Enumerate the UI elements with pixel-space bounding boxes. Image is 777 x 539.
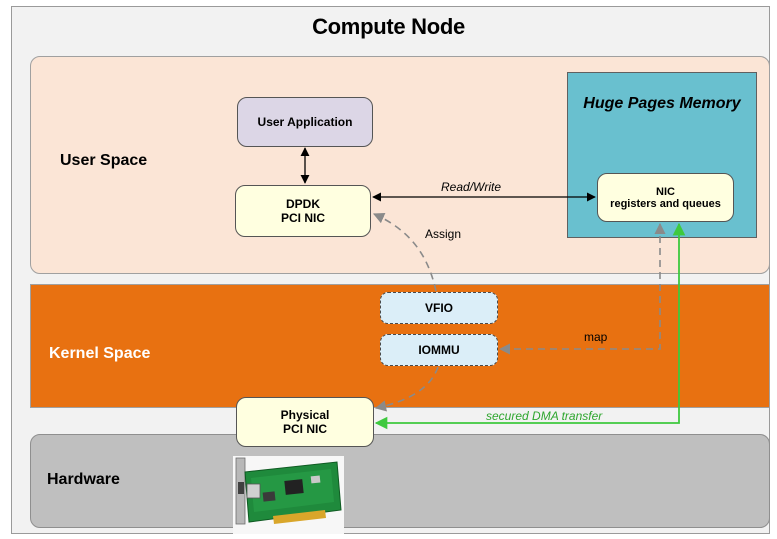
map-label: map [584,330,608,344]
kernel-space-label: Kernel Space [49,345,151,362]
dpdk-pci-nic-box: DPDK PCI NIC [235,185,371,237]
iommu-physical-arrow [374,366,439,412]
nic-line1: NIC [656,185,675,198]
physical-pci-nic-box: Physical PCI NIC [236,397,374,447]
iommu-box: IOMMU [380,334,498,366]
huge-pages-memory-label: Huge Pages Memory [583,95,741,112]
assign-label: Assign [425,227,462,241]
vfio-box: VFIO [380,292,498,324]
user-space-label: User Space [60,152,148,169]
iommu-label: IOMMU [418,343,460,357]
dpdk-line2: PCI NIC [280,211,325,225]
diagram-title: Compute Node [312,14,465,39]
map-arrow [498,222,666,355]
user-application-box: User Application [237,97,373,147]
nic-registers-queues-box: NIC registers and queues [597,173,734,222]
nic-card-icon [233,456,344,534]
user-application-label: User Application [257,115,353,129]
secured-dma-arrow [374,222,686,430]
nic-line2: registers and queues [610,197,721,210]
physical-line1: Physical [280,408,330,422]
hardware-label: Hardware [47,471,120,488]
secured-dma-label: secured DMA transfer [486,409,603,423]
vfio-label: VFIO [424,301,453,315]
assign-arrow [372,212,437,292]
read-write-label: Read/Write [441,180,502,194]
hardware-region [30,434,770,528]
nic-card-image [233,456,344,534]
dpdk-line1: DPDK [285,197,320,211]
physical-line2: PCI NIC [282,422,327,436]
